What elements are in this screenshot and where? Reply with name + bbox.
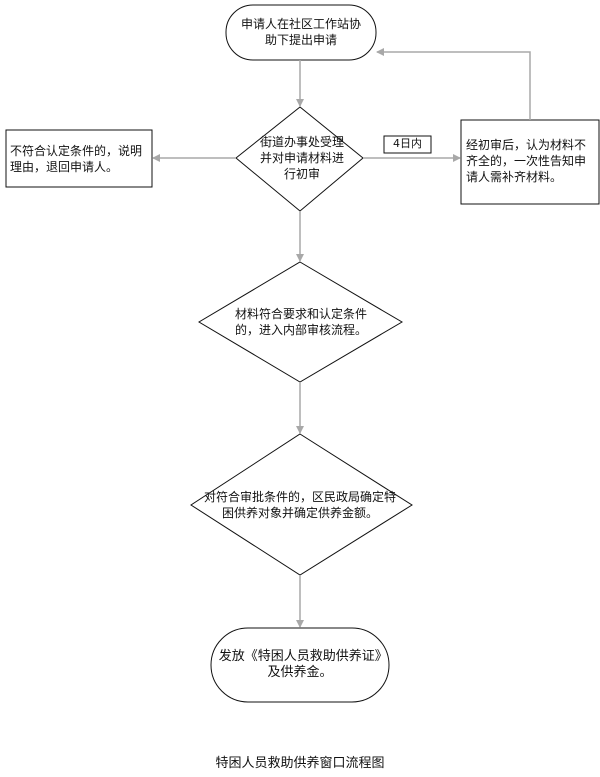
diagram-title: 特困人员救助供养窗口流程图 bbox=[215, 756, 385, 771]
issue-terminator-shape bbox=[210, 627, 390, 703]
reject-box-shape bbox=[5, 129, 153, 188]
start-terminator-shape bbox=[225, 4, 377, 61]
days-label: 4日内 bbox=[393, 137, 422, 150]
supplement-node-text: 经初审后，认为材料不齐全的，一次性告知申请人需补齐材料。 bbox=[466, 138, 587, 184]
arrow-supplement-to-start bbox=[376, 48, 531, 120]
approve-node-text: 对符合审批条件的，区民政局确定特困供养对象并确定供养金额。 bbox=[203, 490, 396, 520]
reject-node-text: 不符合认定条件的，说明理由，退回申请人。 bbox=[10, 144, 143, 174]
supplement-box-shape bbox=[460, 119, 600, 205]
issue-node-text: 发放《特困人员救助供养证》及供养金。 bbox=[218, 649, 382, 680]
review-node-text: 材料符合要求和认定条件的，进入内部审核流程。 bbox=[234, 307, 367, 337]
start-node-text: 申请人在社区工作站协助下提出申请 bbox=[240, 17, 361, 47]
accept-node-text: 街道办事处受理并对申请材料进行初审 bbox=[259, 135, 344, 181]
days-label-shape bbox=[383, 135, 432, 154]
